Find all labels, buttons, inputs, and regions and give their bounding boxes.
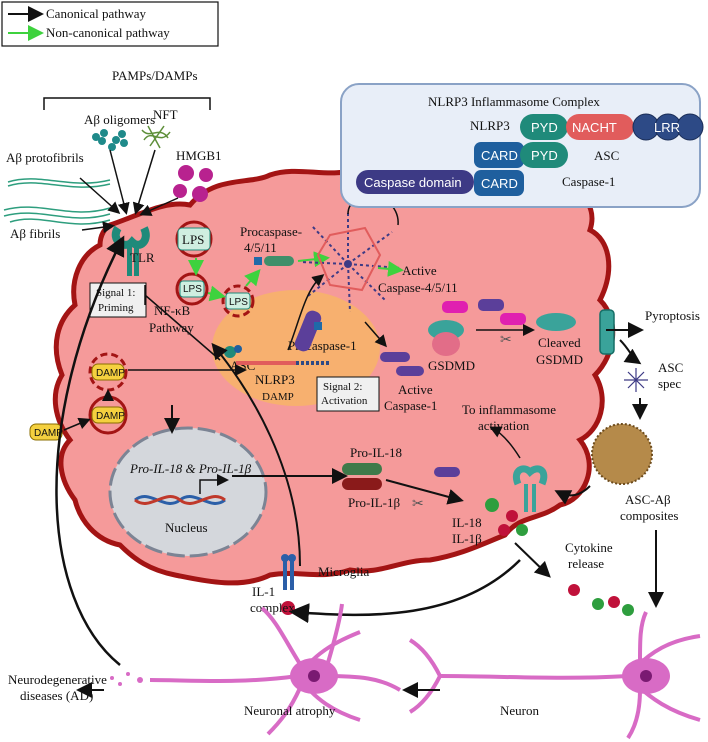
signal1-line1: Signal 1: <box>96 287 135 299</box>
star-links <box>316 226 382 292</box>
legend-canonical-label: Canonical pathway <box>46 6 146 21</box>
complex-nlrp3-label: NLRP3 <box>470 118 510 133</box>
procasp-label-1: Procaspase- <box>240 224 302 239</box>
pro-il18-label: Pro-IL-18 <box>350 445 402 460</box>
nfkb-label-1: NF-κB <box>154 303 190 318</box>
pro-il1b-label: Pro-IL-1β <box>348 495 400 510</box>
lps-label-2: LPS <box>183 284 202 295</box>
ab-oligomers-label: Aβ oligomers <box>84 112 155 127</box>
complex-asc-label: ASC <box>594 148 619 163</box>
signal2-line2: Activation <box>321 395 368 407</box>
ab-oligomer-icon <box>92 129 128 151</box>
complex-lrr: LRR <box>654 120 680 135</box>
complex-caspase-domain: Caspase domain <box>364 175 462 190</box>
damp-label-1: DAMP <box>96 368 125 379</box>
nlrp3-cell-label: NLRP3 <box>255 372 295 387</box>
asc-speck-icon <box>624 368 648 392</box>
legend-noncanonical-label: Non-canonical pathway <box>46 25 170 40</box>
il1-label-2: complex <box>250 600 295 615</box>
nft-icon <box>141 125 171 149</box>
asc-spec-label-1: ASC <box>658 360 683 375</box>
asc-spec-label-2: spec <box>658 376 681 391</box>
signal1-line2: Priming <box>98 302 134 314</box>
neuronal-atrophy-label: Neuronal atrophy <box>244 703 336 718</box>
asc-ab-label-2: composites <box>620 508 679 523</box>
nft-label: NFT <box>153 107 178 122</box>
lps-label-3: LPS <box>229 297 248 308</box>
cleaved-gsdmd-protein <box>536 313 576 331</box>
neurodeg-label-1: Neurodegenerative <box>8 672 107 687</box>
nfkb-label-2: Pathway <box>149 320 194 335</box>
cleaved-label-2: GSDMD <box>536 352 583 367</box>
gsdmd-pore <box>599 309 615 355</box>
hmgb1-label: HMGB1 <box>176 148 222 163</box>
asc-ab-composite <box>591 423 653 485</box>
active-casp1-label-2: Caspase-1 <box>384 398 437 413</box>
gsdmd-label: GSDMD <box>428 358 475 373</box>
to-inflam-label-2: activation <box>478 418 530 433</box>
tlr-label: TLR <box>130 250 155 265</box>
complex-title: NLRP3 Inflammasome Complex <box>428 94 600 109</box>
to-inflam-label-1: To inflammasome <box>462 402 556 417</box>
il1b-label: IL-1β <box>452 531 482 546</box>
pyroptosis-label: Pyroptosis <box>645 308 700 323</box>
active-casp-label-2: Caspase-4/5/11 <box>378 280 458 295</box>
complex-caspase1-label: Caspase-1 <box>562 174 615 189</box>
ab-protofibrils-label: Aβ protofibrils <box>6 150 84 165</box>
signal2-line1: Signal 2: <box>323 381 362 393</box>
svg-text:✂: ✂ <box>412 497 424 512</box>
damp-label-2: DAMP <box>96 411 125 422</box>
complex-card: CARD <box>481 148 518 163</box>
nucleus-gene-label: Pro-IL-18 & Pro-IL-1β <box>129 461 252 476</box>
complex-nacht: NACHT <box>572 120 617 135</box>
asc-ab-label-1: ASC-Aβ <box>625 492 671 507</box>
neuron-label: Neuron <box>500 703 539 718</box>
cytokine-label-1: Cytokine <box>565 540 613 555</box>
cleaved-label-1: Cleaved <box>538 335 581 350</box>
complex-pyd: PYD <box>531 120 558 135</box>
il1-label-1: IL-1 <box>252 584 275 599</box>
damp-label-3: DAMP <box>34 428 63 439</box>
cytokine-label-2: release <box>568 556 604 571</box>
il18-label: IL-18 <box>452 515 482 530</box>
ab-fibrils-label: Aβ fibrils <box>10 226 60 241</box>
damp-oval-label: DAMP <box>262 391 294 403</box>
procasp-label-2: 4/5/11 <box>244 240 277 255</box>
complex-pyd-2: PYD <box>531 148 558 163</box>
legend: Canonical pathway Non-canonical pathway <box>1 1 219 47</box>
microglia-label: Microglia <box>318 564 369 579</box>
hmgb1-icon <box>173 165 213 202</box>
pamps-damps-label: PAMPs/DAMPs <box>112 68 198 83</box>
svg-text:✂: ✂ <box>500 333 512 348</box>
active-casp-label-1: Active <box>402 263 437 278</box>
active-casp1-label-1: Active <box>398 382 433 397</box>
ab-fibril-icon <box>3 178 111 225</box>
nucleus-label: Nucleus <box>165 520 208 535</box>
neurodeg-label-2: diseases (AD) <box>20 688 93 703</box>
lps-label-1: LPS <box>182 232 204 247</box>
nucleus <box>108 426 268 558</box>
complex-card-2: CARD <box>481 176 518 191</box>
inflammasome-receptor <box>513 465 548 512</box>
